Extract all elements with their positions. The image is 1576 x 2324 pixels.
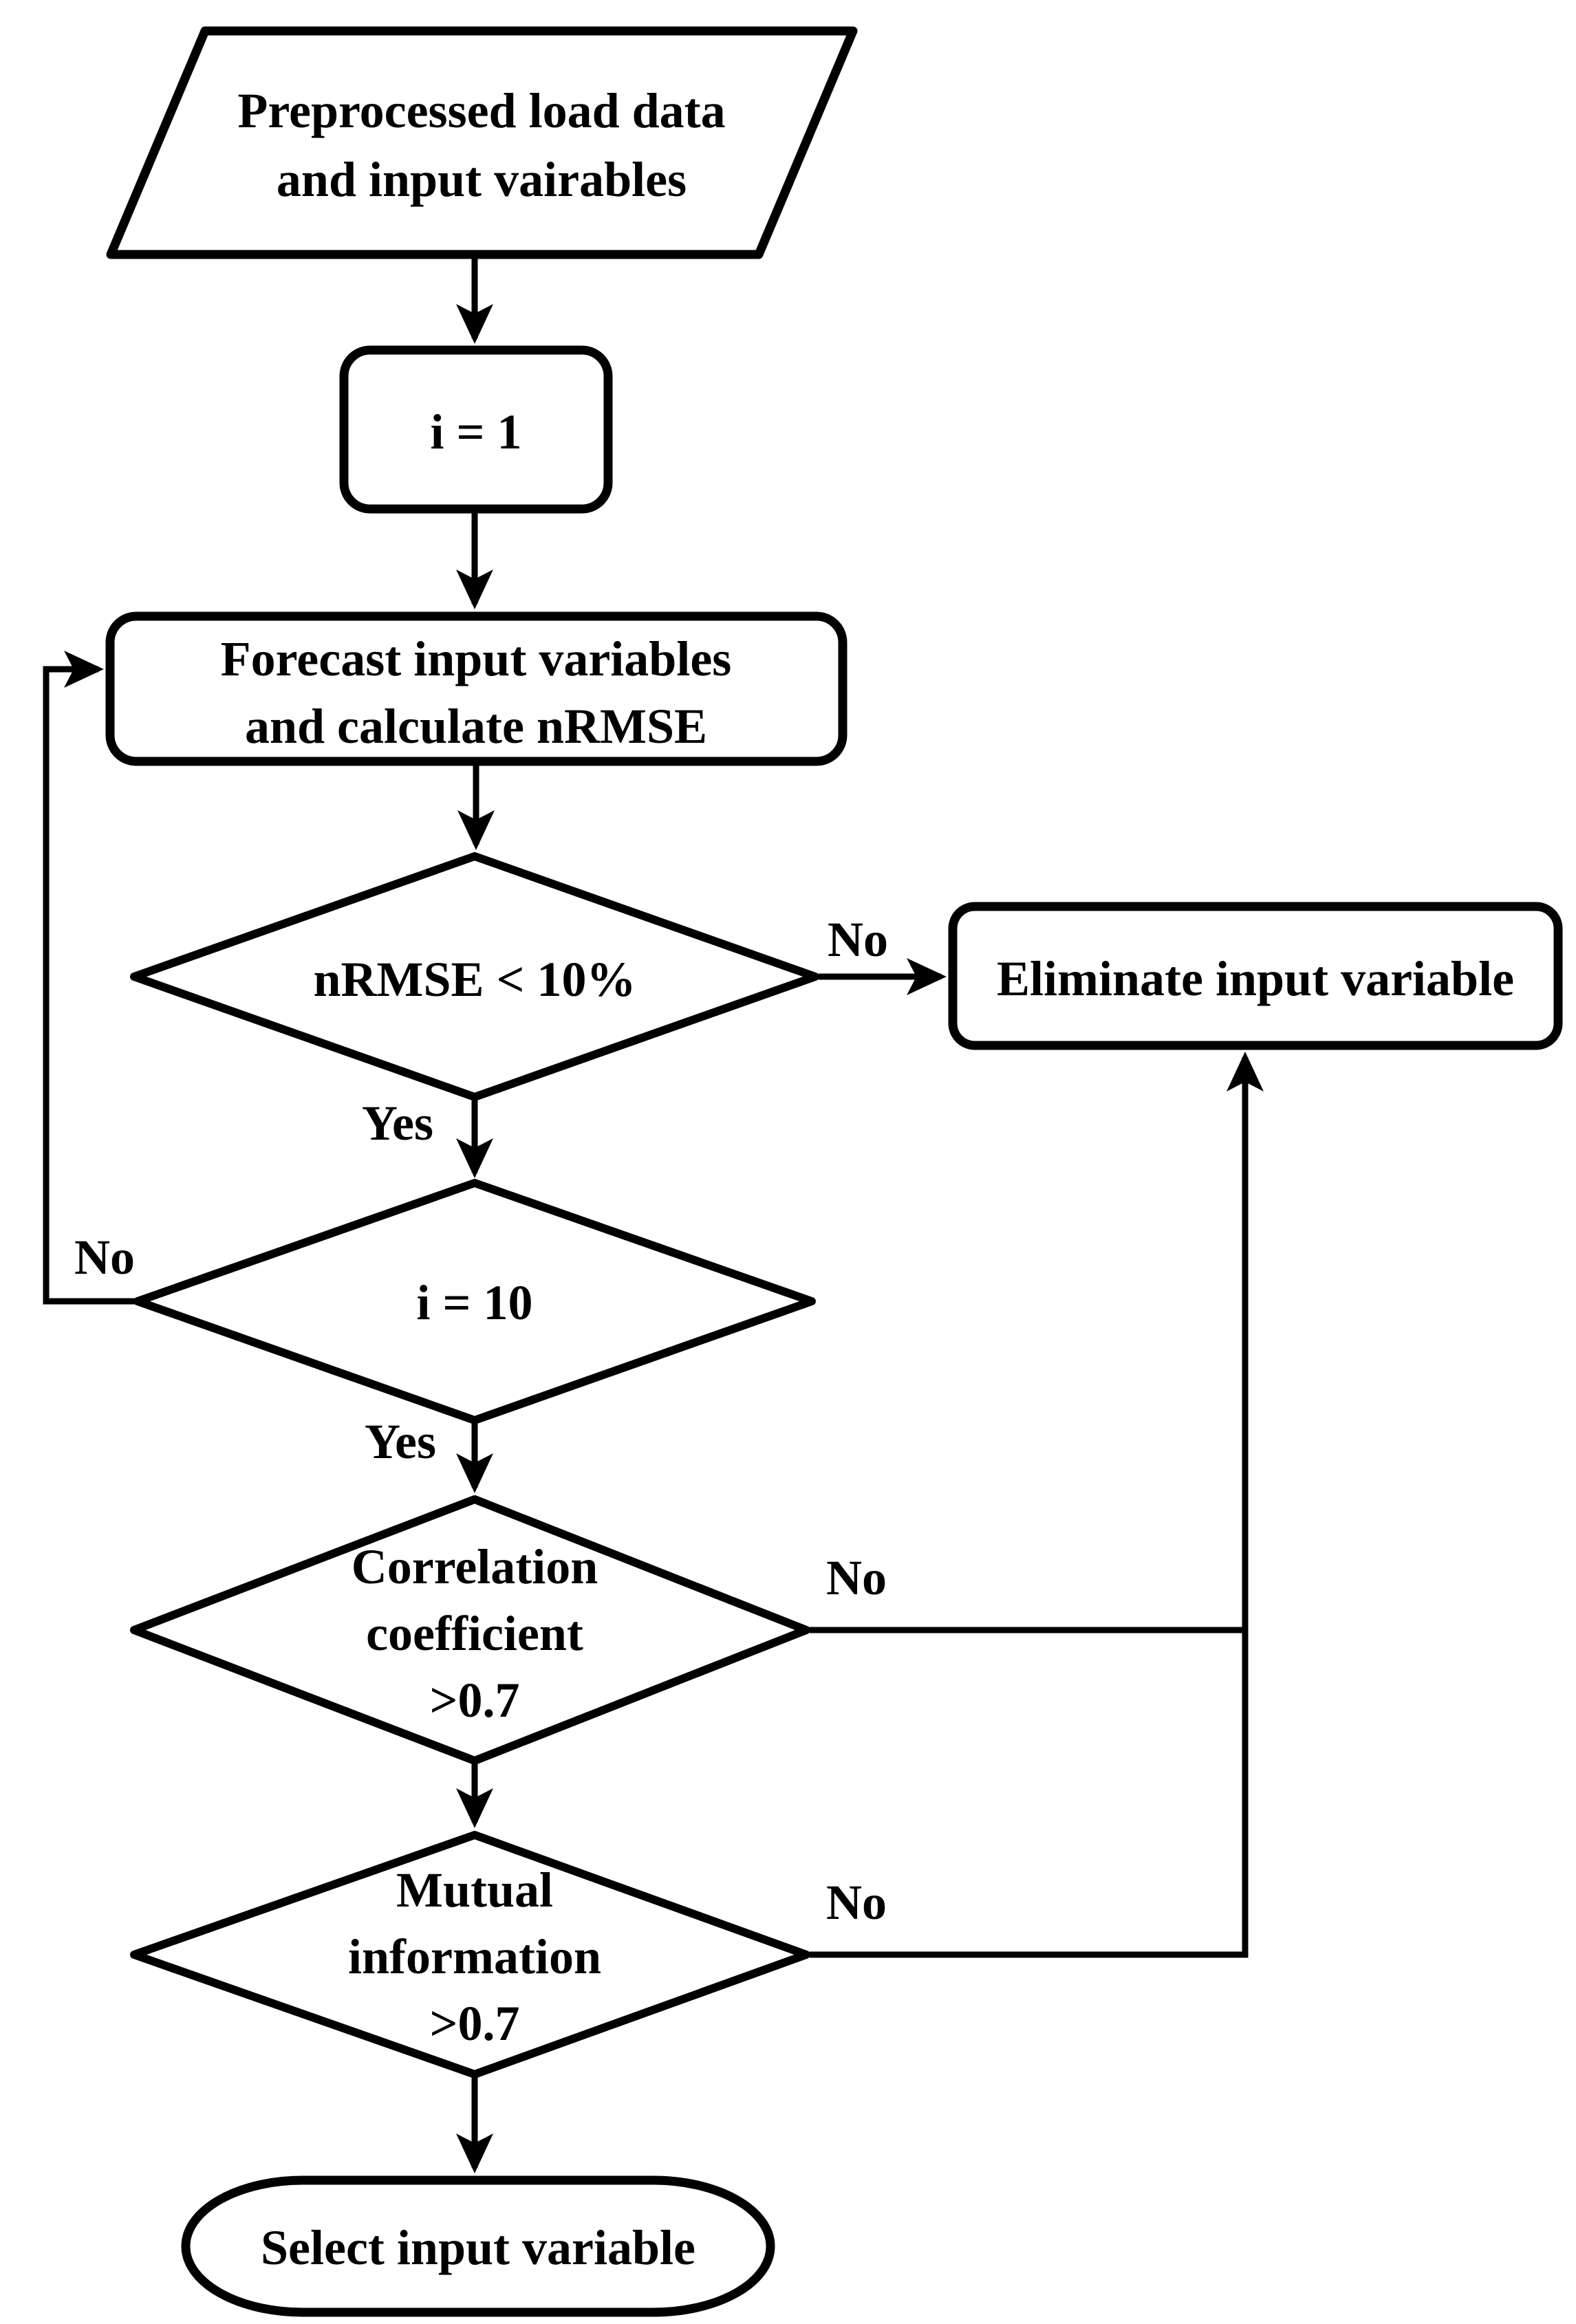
node-mutual-information-check-label-line3: >0.7	[429, 1996, 519, 2051]
edge-label-iteration-yes: Yes	[365, 1414, 436, 1469]
node-eliminate-label: Eliminate input variable	[997, 951, 1514, 1006]
node-iteration-check-label: i = 10	[416, 1275, 532, 1330]
node-correlation-check-label-line1: Correlation	[352, 1539, 598, 1594]
node-select	[181, 2175, 775, 2317]
node-start	[106, 26, 858, 259]
node-mutual-information-check-label-line1: Mutual	[396, 1863, 553, 1918]
node-init	[339, 345, 613, 514]
node-correlation-check	[130, 1495, 810, 1765]
node-forecast-label-line2: and calculate nRMSE	[245, 699, 707, 754]
node-init-label: i = 1	[430, 404, 521, 459]
edge-label-nrmse-no: No	[828, 912, 888, 967]
node-start-label-line1: Preprocessed load data	[237, 83, 725, 138]
node-eliminate	[948, 902, 1563, 1050]
node-iteration-check	[133, 1179, 816, 1424]
edge-label-correlation-no: No	[826, 1550, 887, 1605]
edge-iteration-no-loop	[43, 651, 136, 1305]
edge-mutual-information-no	[810, 1052, 1264, 1958]
node-forecast	[105, 611, 848, 766]
node-nrmse-check	[130, 852, 819, 1101]
edge-label-mutual-information-no: No	[826, 1875, 887, 1930]
node-select-label: Select input variable	[261, 2220, 695, 2275]
node-forecast-label-line1: Forecast input variables	[221, 631, 732, 686]
edge-label-nrmse-yes: Yes	[362, 1096, 433, 1151]
edge-label-iteration-no: No	[74, 1230, 135, 1285]
node-mutual-information-check	[130, 1831, 810, 2078]
node-correlation-check-label-line3: >0.7	[429, 1673, 519, 1728]
node-start-label-line2: and input vairables	[277, 152, 687, 207]
node-correlation-check-label-line2: coefficient	[366, 1606, 583, 1661]
node-nrmse-check-label: nRMSE < 10%	[313, 952, 636, 1007]
node-mutual-information-check-label-line2: information	[348, 1929, 601, 1984]
